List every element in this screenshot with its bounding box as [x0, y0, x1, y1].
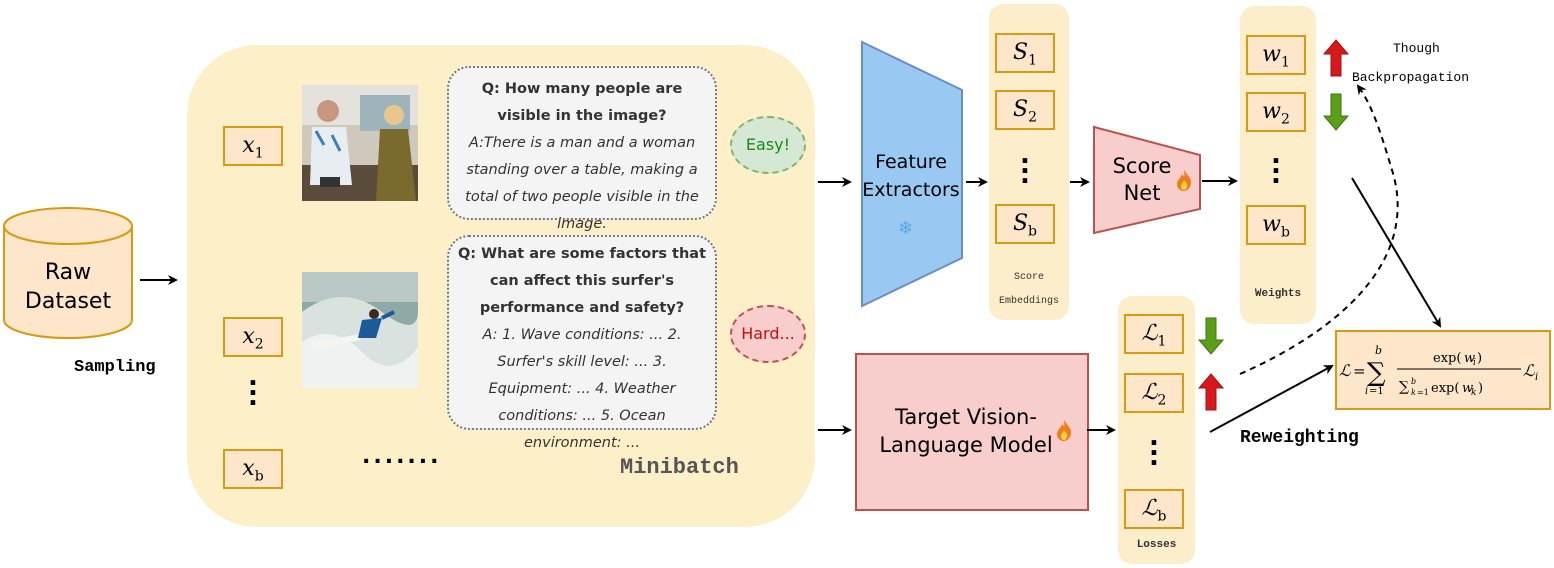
- raw-dataset-line1: Raw: [44, 260, 92, 285]
- sample-vdots: ...: [248, 362, 258, 412]
- raw-dataset-cylinder: [3, 207, 133, 339]
- minibatch-label: Minibatch: [620, 455, 739, 480]
- weight-w2: w2: [1246, 92, 1306, 132]
- svg-text:): ): [1478, 381, 1483, 396]
- svg-text:k: k: [1471, 388, 1476, 398]
- feature-extractors-label: Feature Extractors: [860, 148, 962, 204]
- sample-hdots: .......: [362, 444, 442, 469]
- weights-label: Weights: [1254, 288, 1302, 300]
- svg-text:∑: ∑: [1367, 358, 1386, 388]
- loss-l1: ℒ1: [1124, 314, 1184, 354]
- svg-text:w: w: [1462, 381, 1473, 396]
- svg-text:i: i: [1535, 372, 1538, 383]
- svg-text:ℒ: ℒ: [1339, 361, 1351, 380]
- kitchen-photo: [302, 85, 418, 201]
- qa-box-easy: Q: How many people are visible in the im…: [447, 66, 717, 232]
- svg-text:b: b: [1375, 344, 1382, 357]
- score-net-line1: Score: [1112, 154, 1172, 178]
- score-sb: Sb: [995, 204, 1055, 244]
- score-vdots: ...: [1020, 140, 1030, 190]
- arrow-weights-to-formula: [1351, 177, 1442, 328]
- target-vlm-line2: Language Model: [879, 433, 1053, 457]
- svg-text:i: i: [1473, 358, 1476, 368]
- losses-vdots: ...: [1149, 422, 1159, 472]
- flame-icon-vlm: [1057, 420, 1072, 441]
- qa-question-2: Q: What are some factors that can affect…: [457, 246, 707, 316]
- surfer-photo: [302, 272, 418, 388]
- backprop-line1: Though: [1393, 41, 1440, 56]
- svg-text:exp(: exp(: [1433, 351, 1461, 366]
- feature-extractors-shape: [861, 40, 963, 308]
- losses-label: Losses: [1136, 539, 1177, 551]
- svg-text:w: w: [1464, 351, 1475, 366]
- raw-dataset-line2: Dataset: [24, 289, 112, 314]
- reweighting-label: Reweighting: [1240, 428, 1359, 448]
- svg-text:=: =: [1353, 362, 1366, 380]
- sample-xb-box: xb: [223, 449, 283, 489]
- svg-text:=1: =1: [1369, 386, 1384, 397]
- target-vlm-box: [855, 353, 1089, 511]
- svg-text:): ): [1477, 351, 1482, 366]
- sample-x1-box: x1: [223, 126, 283, 166]
- score-s1: S1: [995, 33, 1055, 73]
- loss-down-arrow-icon: [1197, 317, 1225, 355]
- snowflake-icon: ❄: [898, 218, 914, 239]
- qa-answer-1: A:There is a man and a woman standing ov…: [465, 135, 699, 232]
- score-embeddings-label: Score Embeddings: [989, 266, 1069, 314]
- target-vlm-label: Target Vision- Language Model: [855, 403, 1077, 459]
- target-vlm-line1: Target Vision-: [895, 405, 1037, 429]
- arrow-losses-to-formula: [1209, 365, 1334, 433]
- svg-text:=1: =1: [1417, 388, 1429, 397]
- score-s2: S2: [995, 90, 1055, 130]
- easy-badge: Easy!: [730, 116, 806, 174]
- loss-l2: ℒ2: [1124, 373, 1184, 413]
- score-embeddings-label2: Embeddings: [998, 296, 1059, 307]
- score-net-line2: Net: [1123, 181, 1161, 205]
- qa-box-hard: Q: What are some factors that can affect…: [447, 235, 717, 451]
- score-embeddings-label1: Score: [1013, 272, 1044, 283]
- svg-text:b: b: [1411, 377, 1416, 386]
- qa-answer-2: A: 1. Wave conditions: ... 2. Surfer's s…: [482, 327, 682, 451]
- weights-vdots: ...: [1271, 140, 1281, 190]
- weight-wb: wb: [1246, 205, 1306, 245]
- down-arrow-icon: [1322, 93, 1350, 131]
- backprop-label: Though Backpropagation: [1352, 34, 1469, 92]
- flame-icon: [1177, 170, 1192, 191]
- score-net-label: Score Net: [1096, 153, 1188, 207]
- up-arrow-icon: [1322, 39, 1350, 77]
- feature-extractors-line1: Feature: [875, 151, 947, 173]
- feature-extractors-line2: Extractors: [862, 179, 960, 201]
- raw-dataset-label: Raw Dataset: [4, 258, 132, 316]
- weight-w1: w1: [1246, 35, 1306, 75]
- sample-x2-box: x2: [223, 317, 283, 357]
- loss-up-arrow-icon: [1197, 373, 1225, 411]
- score-net-shape: [1093, 125, 1201, 235]
- svg-text:∑: ∑: [1399, 379, 1409, 395]
- hard-badge: Hard...: [730, 305, 806, 363]
- loss-lb: ℒb: [1124, 489, 1184, 529]
- svg-text:k: k: [1411, 388, 1416, 397]
- backprop-line2: Backpropagation: [1352, 70, 1470, 85]
- sampling-label: Sampling: [74, 358, 156, 377]
- svg-text:i: i: [1365, 386, 1368, 397]
- formula-glyphs: ℒ = b ∑ i =1 exp( w i ) ∑ b k =1 exp( w …: [1339, 344, 1538, 398]
- svg-text:ℒ: ℒ: [1523, 361, 1535, 380]
- weighted-loss-formula: ℒ = b ∑ i =1 exp( w i ) ∑ b k =1 exp( w …: [1335, 330, 1551, 410]
- svg-text:exp(: exp(: [1431, 381, 1459, 396]
- qa-question-1: Q: How many people are visible in the im…: [481, 81, 683, 124]
- arrow-backprop: [1239, 84, 1399, 375]
